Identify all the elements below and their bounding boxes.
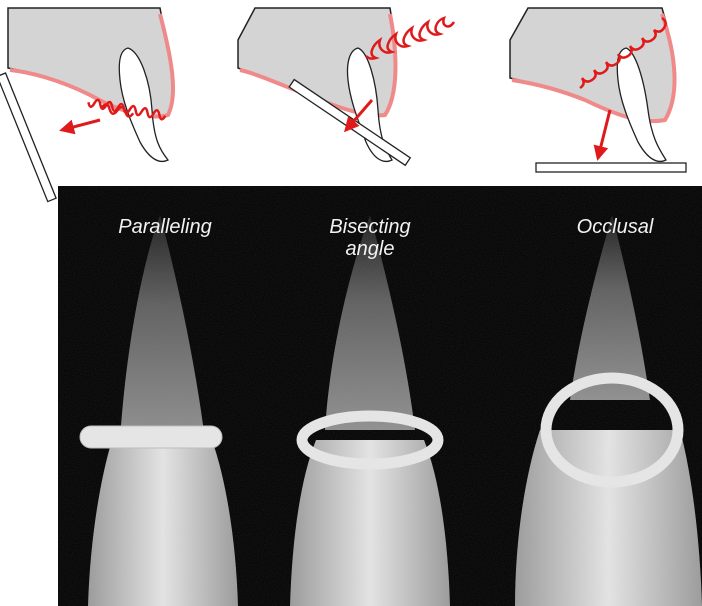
label-paralleling: Paralleling: [95, 216, 235, 238]
diagram-bisecting: [238, 8, 454, 165]
xray-beam-arrow: [62, 120, 100, 130]
diagram-paralleling: [0, 8, 173, 202]
film-receptor: [0, 73, 56, 202]
label-occlusal: Occlusal: [545, 216, 685, 238]
film-receptor: [536, 163, 686, 172]
diagram-occlusal: [510, 8, 686, 172]
label-bisecting-angle: Bisecting angle: [300, 216, 440, 260]
xray-beam-arrow: [598, 110, 610, 158]
